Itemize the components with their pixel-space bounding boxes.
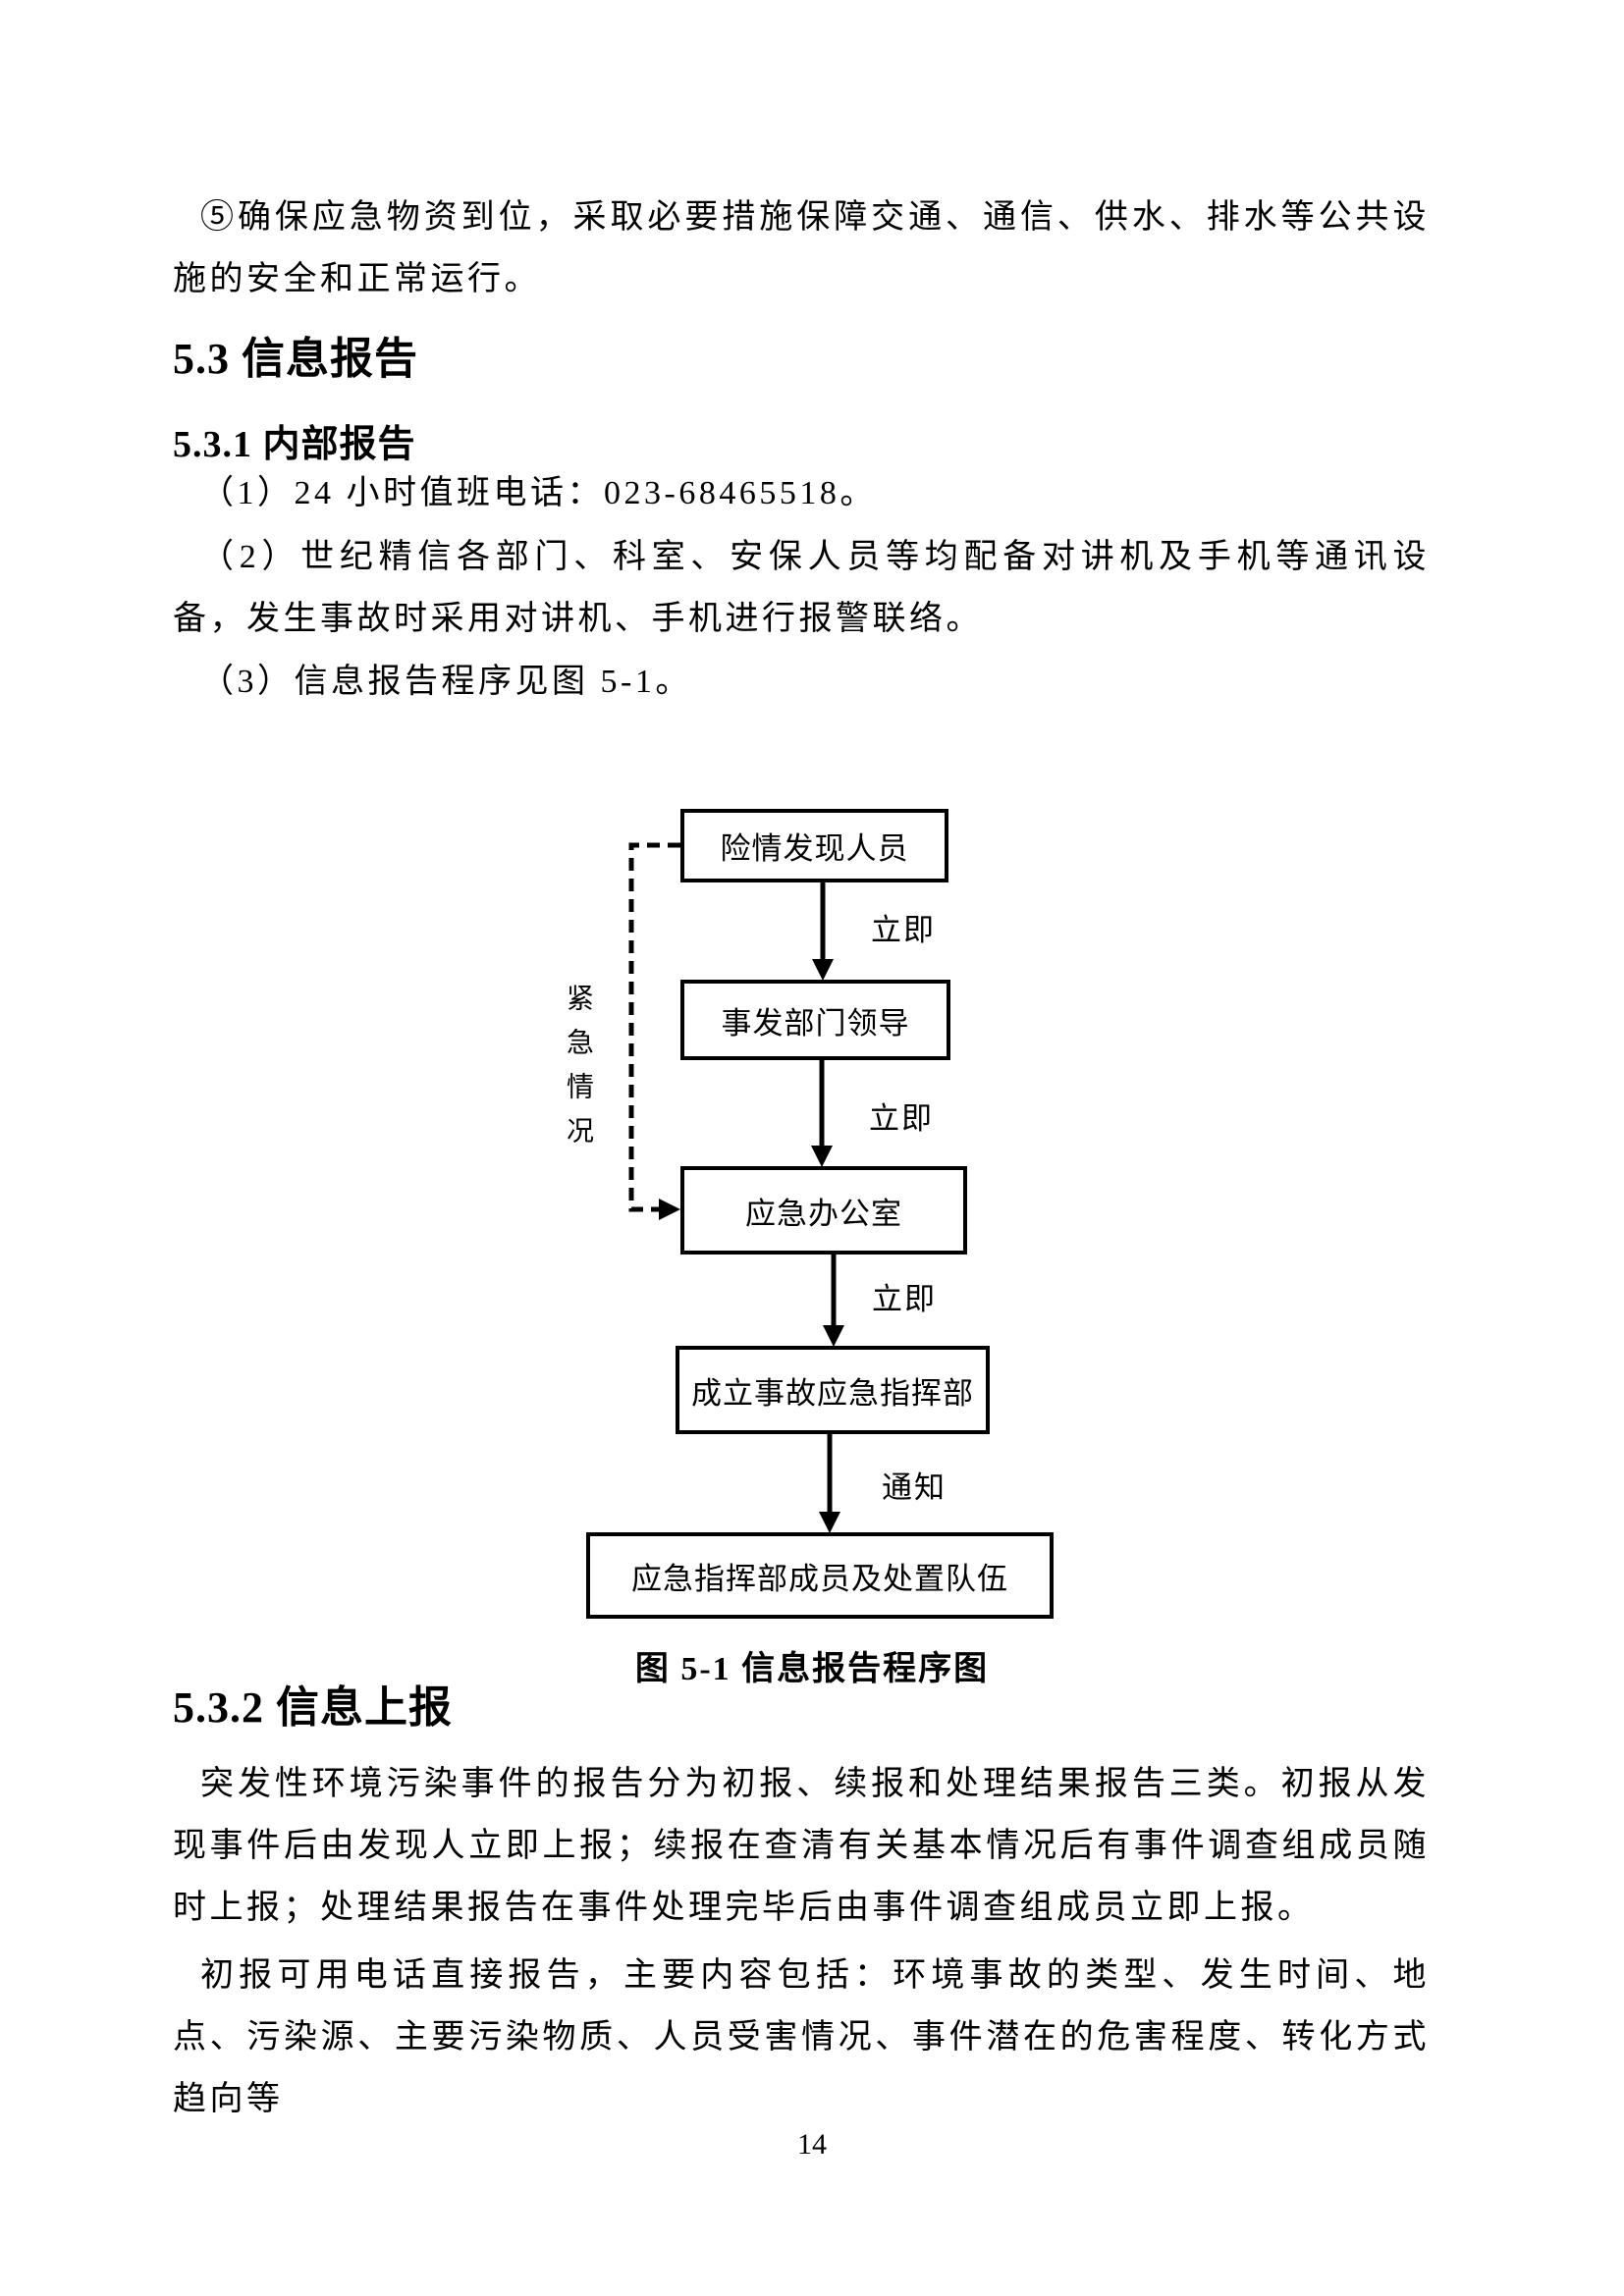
heading-5-3-2: 5.3.2 信息上报 xyxy=(173,1683,453,1732)
flowchart-node-department-leader: 事发部门领导 xyxy=(680,980,950,1060)
node-label: 成立事故应急指挥部 xyxy=(691,1375,974,1411)
flowchart-node-command-center: 成立事故应急指挥部 xyxy=(676,1346,990,1434)
edge-label-immediately-2: 立即 xyxy=(869,1101,934,1136)
page-number: 14 xyxy=(797,2128,827,2161)
node-label: 险情发现人员 xyxy=(720,831,909,866)
list-item-1: （1）24 小时值班电话：023-68465518。 xyxy=(200,475,877,511)
edge-label-immediately-1: 立即 xyxy=(871,913,936,947)
heading-5-3: 5.3 信息报告 xyxy=(173,335,418,383)
edge-label-notify: 通知 xyxy=(882,1470,947,1505)
arrow-down-icon xyxy=(812,959,834,981)
arrow-right-icon xyxy=(659,1199,680,1220)
figure-caption: 图 5-1 信息报告程序图 xyxy=(634,1651,990,1687)
list-item-3: （3）信息报告程序见图 5-1。 xyxy=(200,664,692,700)
heading-5-3-1: 5.3.1 内部报告 xyxy=(173,424,416,465)
flowchart-node-emergency-office: 应急办公室 xyxy=(680,1166,967,1255)
arrow-down-icon xyxy=(811,1146,833,1167)
flowchart-node-danger-discoverer: 险情发现人员 xyxy=(680,809,948,882)
arrow-down-icon xyxy=(819,1512,840,1533)
paragraph-initial-report: 初报可用电话直接报告，主要内容包括：环境事故的类型、发生时间、地点、污染源、主要… xyxy=(173,1957,1430,2117)
arrow-down-icon xyxy=(823,1325,844,1347)
node-label: 应急指挥部成员及处置队伍 xyxy=(631,1561,1008,1596)
node-label: 应急办公室 xyxy=(745,1196,902,1231)
node-label: 事发部门领导 xyxy=(721,1005,910,1041)
side-label-emergency-situation: 紧急情况 xyxy=(563,984,593,1160)
list-item-2: （2）世纪精信各部门、科室、安保人员等均配备对讲机及手机等通讯设备，发生事故时采… xyxy=(173,539,1430,637)
paragraph-intro: ⑤确保应急物资到位，采取必要措施保障交通、通信、供水、排水等公共设施的安全和正常… xyxy=(173,199,1430,297)
edge-label-immediately-3: 立即 xyxy=(872,1282,937,1316)
flowchart-node-members-teams: 应急指挥部成员及处置队伍 xyxy=(586,1532,1054,1619)
paragraph-report-types: 突发性环境污染事件的报告分为初报、续报和处理结果报告三类。初报从发现事件后由发现… xyxy=(173,1766,1430,1926)
